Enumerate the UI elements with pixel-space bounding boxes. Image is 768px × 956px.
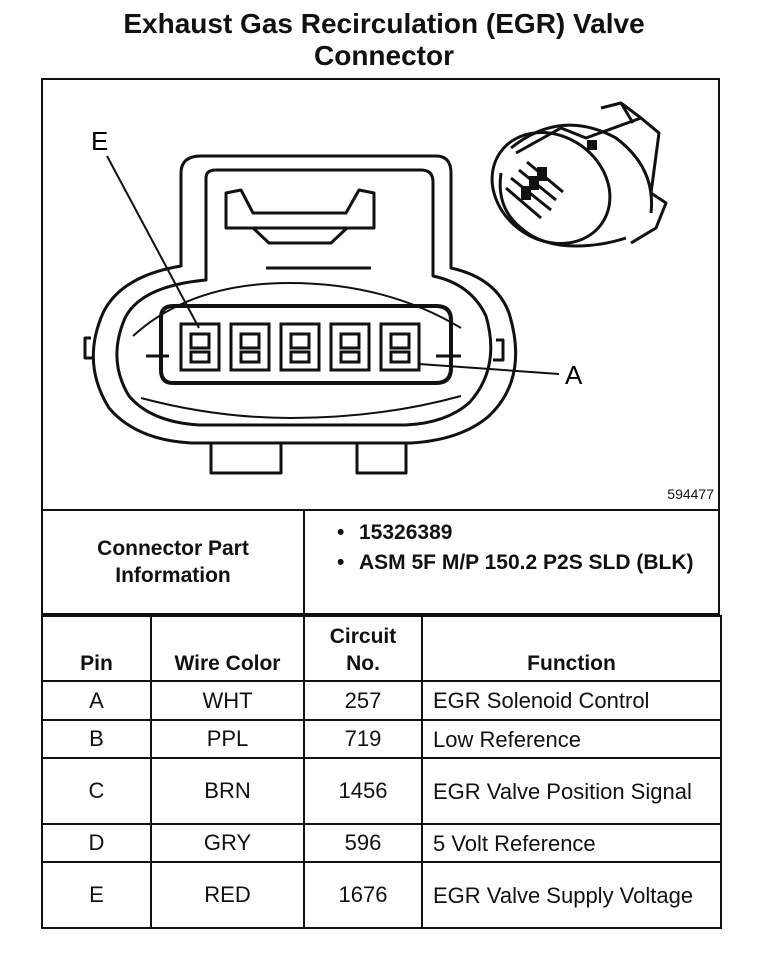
connector-illustration: E A [83,101,668,475]
function-cell: EGR Solenoid Control [421,680,722,721]
pin-cell: B [41,719,152,759]
connector-description: ASM 5F M/P 150.2 P2S SLD (BLK) [329,549,694,577]
wire-color-cell: RED [150,861,305,929]
table-row: E RED 1676 EGR Valve Supply Voltage [41,861,722,929]
figure-frame [41,78,720,511]
pin-cell: E [41,861,152,929]
function-cell: EGR Valve Supply Voltage [421,861,722,929]
leader-line-a [418,363,560,375]
header-wire-color: Wire Color [150,615,305,682]
pin-cavity-e [179,322,221,372]
connector-part-information: Connector Part Information 15326389 ASM … [41,511,720,615]
circuit-cell: 719 [303,719,423,759]
wire-color-cell: BRN [150,757,305,825]
leader-line-e [106,155,200,329]
table-row: D GRY 596 5 Volt Reference [41,823,722,863]
pin-cavities [179,322,421,372]
pin-cavity-c [279,322,321,372]
pin-cavity-b [329,322,371,372]
pin-cell: C [41,757,152,825]
bottom-tabs [209,443,408,475]
pin-cavity-d [229,322,271,372]
wire-color-cell: PPL [150,719,305,759]
function-cell: EGR Valve Position Signal [421,757,722,825]
connector-outer-shell [91,154,518,445]
function-cell: Low Reference [421,719,722,759]
pin-cell: D [41,823,152,863]
header-function: Function [421,615,722,682]
circuit-cell: 596 [303,823,423,863]
table-row: A WHT 257 EGR Solenoid Control [41,680,722,721]
connector-part-number: 15326389 [329,519,694,547]
wire-color-cell: WHT [150,680,305,721]
connector-info-list: 15326389 ASM 5F M/P 150.2 P2S SLD (BLK) [329,519,694,579]
connector-info-label: Connector Part Information [43,511,305,613]
page-title-line-2: Connector [314,40,454,71]
pin-cavity-a [379,322,421,372]
pin-cell: A [41,680,152,721]
wire-color-cell: GRY [150,823,305,863]
pin-cavity-housing [159,304,453,385]
circuit-cell: 1456 [303,757,423,825]
table-row: C BRN 1456 EGR Valve Position Signal [41,757,722,825]
figure-number: 594477 [667,486,714,502]
latch [224,188,376,230]
header-circuit-no: Circuit No. [303,615,423,682]
connector-3d-view [490,101,668,248]
table-row: B PPL 719 Low Reference [41,719,722,759]
header-pin: Pin [41,615,152,682]
page-title-line-1: Exhaust Gas Recirculation (EGR) Valve [123,8,645,39]
connector-inner-shell [115,168,493,427]
circuit-cell: 257 [303,680,423,721]
pin-table: Pin Wire Color Circuit No. Function A WH… [41,615,722,929]
circuit-cell: 1676 [303,861,423,929]
table-header-row: Pin Wire Color Circuit No. Function [41,615,722,682]
label-e: E [91,126,108,156]
label-a: A [565,360,583,390]
function-cell: 5 Volt Reference [421,823,722,863]
